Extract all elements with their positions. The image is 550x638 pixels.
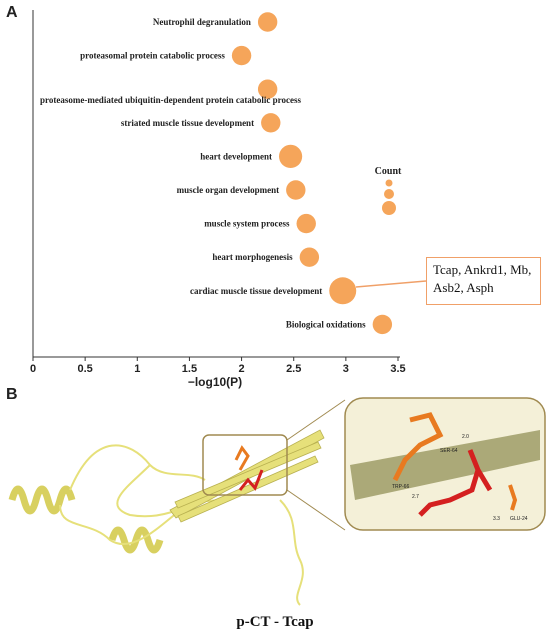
category-label: muscle system process [204,219,290,229]
data-point [231,45,252,66]
category-label: Biological oxidations [286,319,366,329]
x-tick-label: 0.5 [77,363,92,375]
x-tick-label: 2.5 [286,363,301,375]
data-point [257,79,278,99]
category-label: proteasomal protein catabolic process [80,51,225,61]
alpha-helix-left [8,485,76,515]
category-label: heart development [200,151,272,161]
alpha-helix-lower [108,526,164,554]
x-axis-title: −log10(P) [188,375,242,389]
binding-site-frame [202,434,288,496]
inset-residue-trp [392,412,444,482]
gene-callout-box: Tcap, Ankrd1, Mb, Asb2, Asph [426,257,541,305]
x-tick-label: 2 [239,363,245,375]
legend [382,179,396,215]
tail-loop [279,499,304,606]
callout-connector [355,280,427,288]
data-point [257,12,278,32]
residue-label-trp66: TRP-66 [392,484,409,490]
data-point [372,314,393,335]
category-label: heart morphogenesis [212,252,293,262]
inset-sheet [350,430,540,500]
zoom-line-top [286,399,346,441]
inset-ligand [418,449,493,517]
legend-size-large [382,201,396,215]
zoom-line-bottom [286,489,346,531]
data-point [299,247,320,267]
binding-site-inset: SER-64 TRP-66 GLU-24 2.0 2.7 3.3 [344,397,546,531]
x-tick-label: 1.5 [182,363,197,375]
category-label: Neutrophil degranulation [153,17,251,27]
figure-b-caption: p-CT - Tcap [236,614,314,630]
distance-label-1: 2.0 [462,434,469,440]
legend-title: Count [375,166,402,177]
go-enrichment-bubble-chart: 0 0.5 1 1.5 2 2.5 3 3.5 Neutrophil degranulatio… [30,10,427,389]
residue-sticks [234,445,250,471]
residue-label-glu24: GLU-24 [510,516,528,522]
data-point [286,180,306,200]
panel-a-label: A [6,4,18,21]
ligand-molecule [238,469,264,491]
residue-label-ser64: SER-64 [440,448,458,454]
distance-label-3: 3.3 [493,516,500,522]
category-label: striated muscle tissue development [121,118,254,128]
data-point [329,277,357,305]
legend-size-small [385,179,393,187]
beta-sheet [169,429,325,523]
x-tick-label: 1 [134,363,140,375]
inset-residue-glu [508,484,518,511]
x-tick-label: 3.5 [390,363,405,375]
legend-size-medium [384,189,394,199]
data-point [278,144,303,168]
protein-structure-figure: SER-64 TRP-66 GLU-24 2.0 2.7 3.3 [8,397,546,606]
data-point [296,213,316,234]
category-label: proteasome-mediated ubiquitin-dependent … [40,95,302,105]
panel-b-label: B [6,386,18,403]
data-point [261,113,281,133]
x-tick-label: 3 [343,363,349,375]
distance-label-2: 2.7 [412,494,419,500]
category-label: muscle organ development [177,185,280,195]
category-label: cardiac muscle tissue development [190,286,322,296]
x-tick-label: 0 [30,363,36,375]
